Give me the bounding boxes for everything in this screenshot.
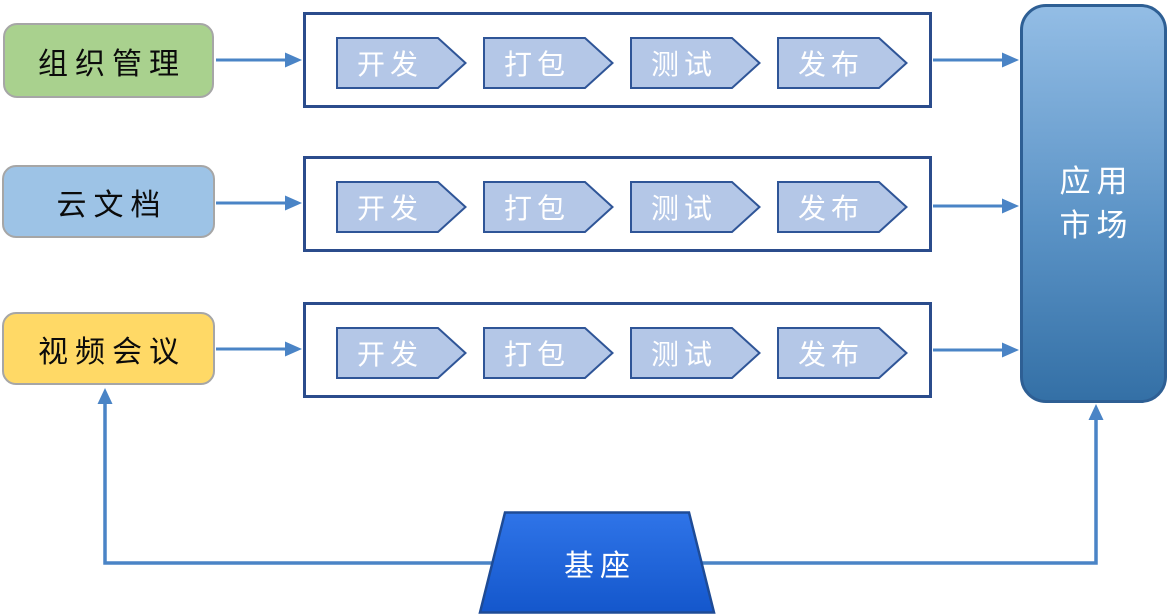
chevron-arrow-shape [777, 37, 908, 89]
stage-chevron: 发布 [777, 37, 908, 89]
trapezoid-shape [478, 511, 716, 614]
chevron-arrow-shape [483, 181, 614, 233]
app-market-label-line1: 应用 [1059, 163, 1134, 199]
stage-label: 发布 [797, 193, 864, 224]
source-box-cloud-docs: 云文档 [2, 165, 215, 238]
app-market-box: 应用 市场 [1020, 4, 1167, 403]
stage-label: 开发 [356, 193, 423, 224]
chevron-arrow-shape [336, 37, 467, 89]
chevron-arrow-shape [777, 327, 908, 379]
app-market-label: 应用 市场 [1054, 160, 1134, 248]
stage-chevron: 打包 [483, 37, 614, 89]
stage-label: 发布 [797, 339, 864, 370]
stage-chevron: 开发 [336, 327, 467, 379]
source-label: 视频会议 [38, 335, 186, 369]
stage-chevron: 发布 [777, 181, 908, 233]
chevron-arrow-shape [336, 181, 467, 233]
source-label: 组织管理 [38, 47, 186, 81]
stage-chevron: 打包 [483, 181, 614, 233]
chevron-arrow-shape [630, 327, 761, 379]
stage-chevron: 测试 [630, 327, 761, 379]
stage-label: 打包 [503, 339, 570, 370]
stage-label: 开发 [356, 339, 423, 370]
pipeline-stages: 开发 打包 测试 发布 [306, 305, 929, 395]
chevron-arrow-shape [630, 181, 761, 233]
stage-chevron: 开发 [336, 37, 467, 89]
source-box-video-meeting: 视频会议 [2, 312, 215, 385]
pipeline-stages: 开发 打包 测试 发布 [306, 15, 929, 105]
chevron-arrow-shape [777, 181, 908, 233]
source-box-org-management: 组织管理 [3, 23, 214, 98]
arrow-doc-to-pipeline [216, 195, 302, 211]
arrow-video-to-pipeline [216, 341, 302, 357]
chevron-arrow-shape [483, 327, 614, 379]
arrow-pipeline1-to-market [933, 52, 1019, 68]
base-platform-shape: 基座 [478, 511, 716, 614]
pipeline-stages: 开发 打包 测试 发布 [306, 159, 929, 249]
stage-chevron: 打包 [483, 327, 614, 379]
arrow-pipeline3-to-market [933, 342, 1019, 358]
arrow-pipeline2-to-market [933, 198, 1019, 214]
stage-chevron: 测试 [630, 37, 761, 89]
stage-chevron: 发布 [777, 327, 908, 379]
chevron-arrow-shape [630, 37, 761, 89]
chevron-arrow-shape [483, 37, 614, 89]
stage-label: 发布 [797, 49, 864, 80]
pipeline-row: 开发 打包 测试 发布 [303, 302, 932, 398]
pipeline-row: 开发 打包 测试 发布 [303, 12, 932, 108]
base-platform-label: 基座 [564, 549, 636, 583]
chevron-arrow-shape [336, 327, 467, 379]
stage-label: 开发 [356, 49, 423, 80]
pipeline-row: 开发 打包 测试 发布 [303, 156, 932, 252]
stage-label: 打包 [503, 193, 570, 224]
stage-chevron: 开发 [336, 181, 467, 233]
app-market-label-line2: 市场 [1059, 207, 1134, 243]
arrow-org-to-pipeline [216, 52, 302, 68]
source-label: 云文档 [56, 188, 168, 222]
stage-label: 测试 [650, 193, 717, 224]
stage-label: 打包 [503, 49, 570, 80]
stage-label: 测试 [650, 339, 717, 370]
stage-chevron: 测试 [630, 181, 761, 233]
stage-label: 测试 [650, 49, 717, 80]
